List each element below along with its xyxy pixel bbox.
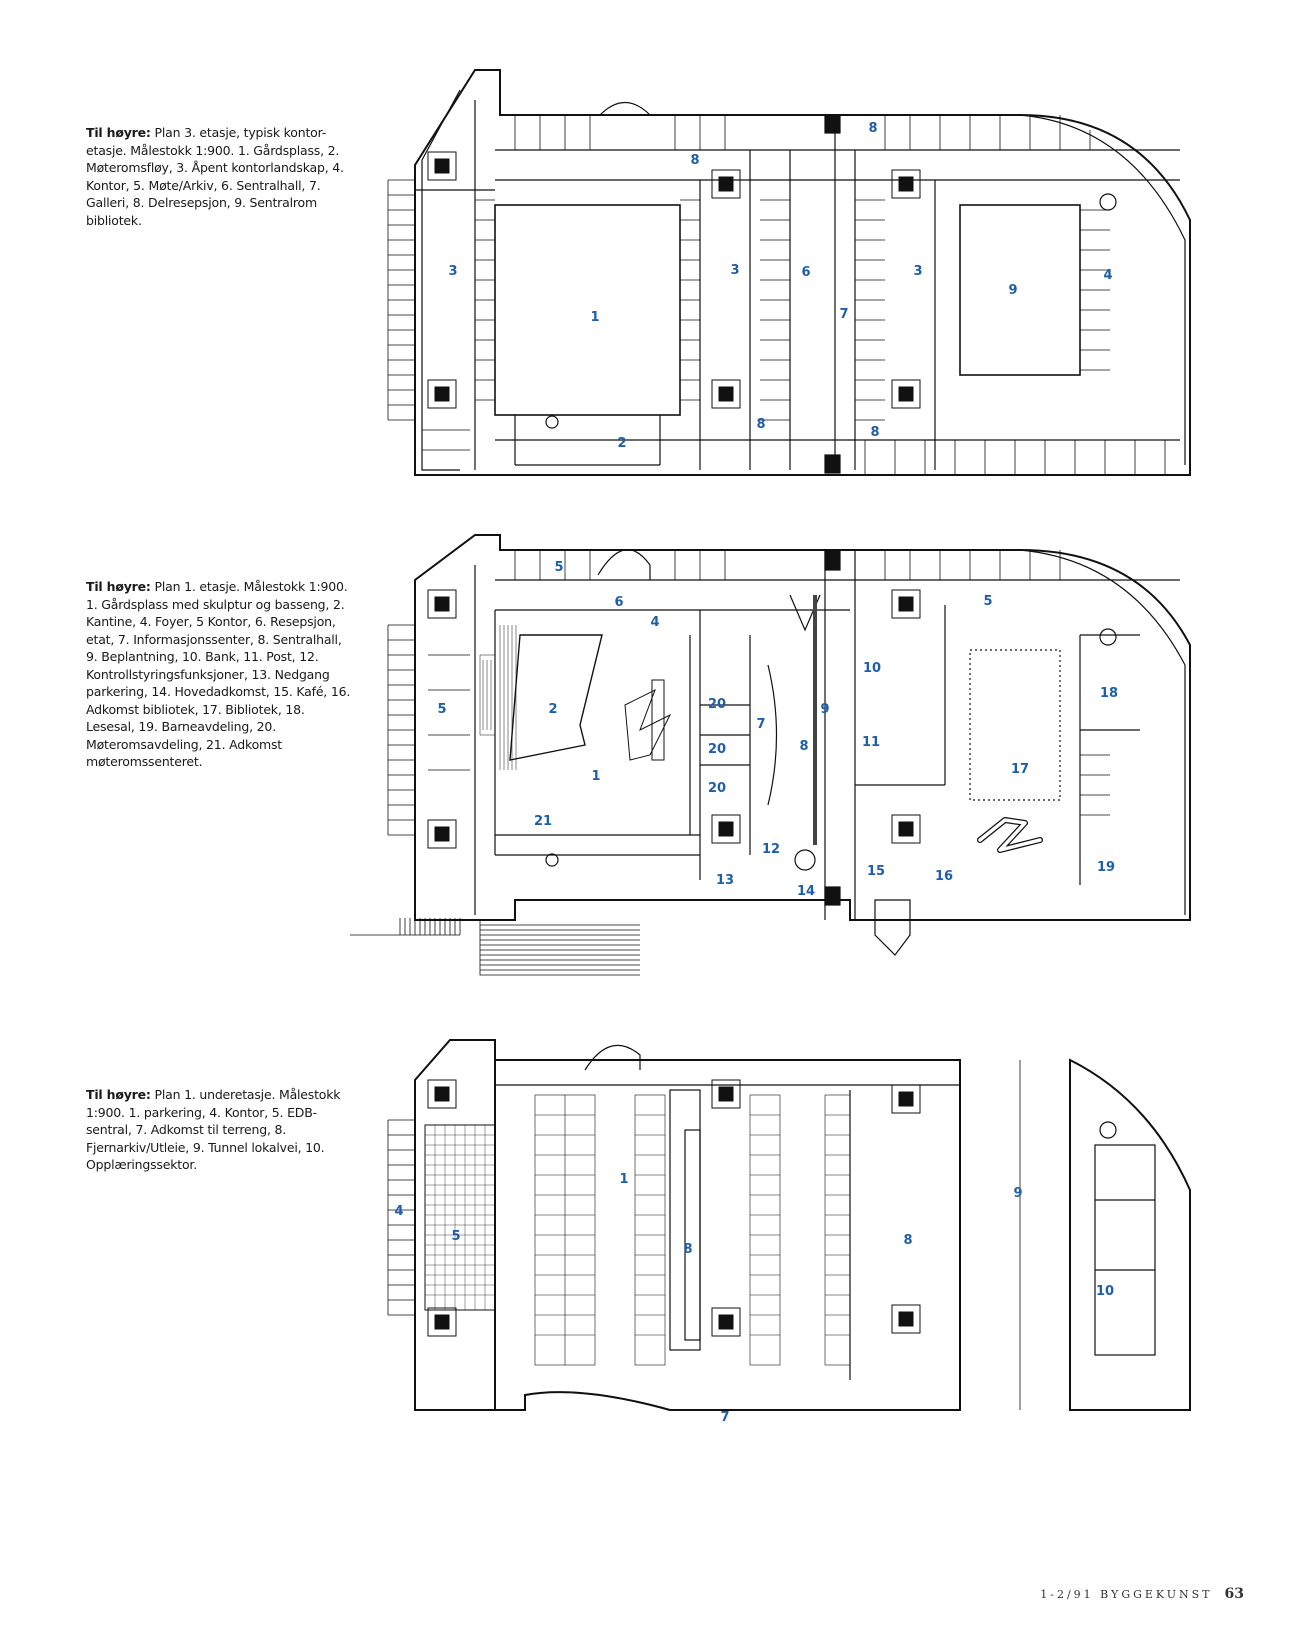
caption-body: Plan 1. etasje. Målestokk 1:900. 1. Gård… — [86, 579, 351, 769]
plan-label: 9 — [1008, 283, 1017, 298]
plan-outline — [414, 534, 1191, 921]
plan-label: 4 — [650, 615, 659, 630]
plan-label: 1 — [591, 769, 600, 784]
plan-label: 2 — [617, 436, 626, 451]
caption-heading: Til høyre: — [86, 125, 151, 140]
plan-walls — [415, 100, 1180, 474]
plan-label: 2 — [548, 702, 557, 717]
plan-label: 8 — [756, 417, 765, 432]
stair-cores — [427, 151, 921, 409]
floor-plan-underetasje: 1 9 4 5 8 8 10 7 — [340, 1039, 1200, 1440]
grid-seating — [479, 625, 517, 770]
plan-label: 1 — [590, 310, 599, 325]
parking-stalls — [534, 1094, 851, 1366]
caption-heading: Til høyre: — [86, 579, 151, 594]
room-labels: 1 9 4 5 8 8 10 7 — [394, 1172, 1114, 1425]
caption-body: Plan 1. underetasje. Målestokk 1:900. 1.… — [86, 1087, 341, 1172]
plan-label: 10 — [1096, 1284, 1114, 1299]
plan-label: 13 — [716, 873, 734, 888]
plan-label: 3 — [448, 264, 457, 279]
plan-label: 3 — [730, 263, 739, 278]
sculpture — [624, 679, 672, 761]
plan-label: 11 — [862, 735, 880, 750]
caption-plan-1-etasje: Til høyre: Plan 1. etasje. Målestokk 1:9… — [86, 578, 356, 771]
plan-walls — [474, 549, 1180, 956]
plan-label: 7 — [720, 1410, 729, 1425]
page-footer: 1-2/91 BYGGEKUNST 63 — [1040, 1586, 1244, 1602]
plan-label: 17 — [1011, 762, 1029, 777]
caption-body: Plan 3. etasje, typisk kontor-etasje. Må… — [86, 125, 344, 228]
plan-label: 5 — [554, 560, 563, 575]
plan-label: 6 — [614, 595, 623, 610]
plan-label: 8 — [870, 425, 879, 440]
plan-label: 10 — [863, 661, 881, 676]
room-labels: 5 6 4 5 5 2 20 7 9 10 18 20 8 11 1 20 17… — [437, 560, 1118, 899]
plan-label: 8 — [903, 1233, 912, 1248]
plan-label: 9 — [820, 702, 829, 717]
plan-label: 8 — [799, 739, 808, 754]
plan-label: 7 — [839, 307, 848, 322]
plan-label: 20 — [708, 742, 726, 757]
plan-label: 1 — [619, 1172, 628, 1187]
plan-label: 12 — [762, 842, 780, 857]
plan-label: 20 — [708, 781, 726, 796]
plan-label: 8 — [868, 121, 877, 136]
stair-cores — [427, 1079, 921, 1337]
stair-cores — [427, 589, 921, 849]
plan-label: 3 — [913, 264, 922, 279]
page-number: 63 — [1224, 1586, 1244, 1602]
office-partitions — [387, 115, 1166, 475]
issue-label: 1-2/91 BYGGEKUNST — [1040, 1588, 1213, 1601]
plan-label: 14 — [797, 884, 815, 899]
entrance-ramp — [350, 918, 640, 976]
plan-label: 15 — [867, 864, 885, 879]
plan-label: 8 — [690, 153, 699, 168]
plan-outline — [414, 69, 1191, 476]
room-labels: 8 8 3 3 6 3 9 4 1 7 2 8 8 — [448, 121, 1112, 451]
plan-label: 4 — [1103, 268, 1112, 283]
plan-label: 7 — [756, 717, 765, 732]
plan-outline — [414, 1039, 1191, 1411]
plan-label: 4 — [394, 1204, 403, 1219]
plan-label: 8 — [683, 1242, 692, 1257]
caption-plan-underetasje: Til høyre: Plan 1. underetasje. Målestok… — [86, 1086, 356, 1174]
office-partitions — [387, 550, 1110, 836]
plan-label: 21 — [534, 814, 552, 829]
plan-label: 19 — [1097, 860, 1115, 875]
plan-label: 5 — [437, 702, 446, 717]
plan-label: 18 — [1100, 686, 1118, 701]
caption-plan-3-etasje: Til høyre: Plan 3. etasje, typisk kontor… — [86, 124, 356, 229]
office-partitions — [387, 1119, 415, 1316]
floor-plan-1-etasje: 5 6 4 5 5 2 20 7 9 10 18 20 8 11 1 20 17… — [340, 534, 1200, 976]
plan-label: 9 — [1013, 1186, 1022, 1201]
plan-label: 20 — [708, 697, 726, 712]
edb-grid — [424, 1124, 496, 1311]
caption-heading: Til høyre: — [86, 1087, 151, 1102]
floor-plan-3-etasje: 8 8 3 3 6 3 9 4 1 7 2 8 8 — [340, 69, 1200, 480]
plan-label: 5 — [983, 594, 992, 609]
plan-label: 16 — [935, 869, 953, 884]
plan-label: 5 — [451, 1229, 460, 1244]
plan-label: 6 — [801, 265, 810, 280]
